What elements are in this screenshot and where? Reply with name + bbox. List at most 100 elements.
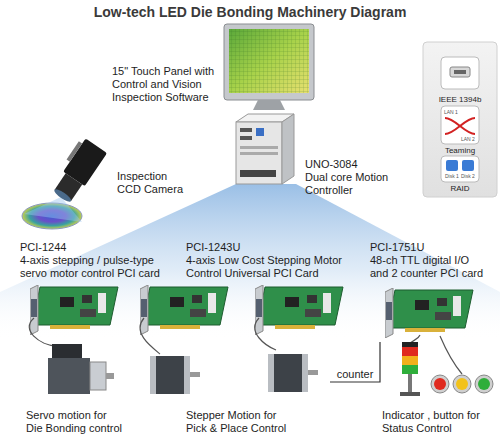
button-cap xyxy=(456,378,468,390)
controller-front xyxy=(236,122,282,184)
pci-card-node: PCI-1243U4-axis Low Cost Stepping Motor … xyxy=(186,241,354,281)
device-label: 4-axis Low Cost Stepping Motor Control U… xyxy=(186,254,354,280)
stepper-node: Stepper Motion for Pick & Place Control xyxy=(186,340,330,435)
motor-endplate xyxy=(302,354,308,392)
device-label: PCI-1751U xyxy=(370,241,490,254)
motor-shaft xyxy=(190,372,200,377)
device-label: 15" Touch Panel with Control and Vision … xyxy=(112,65,224,104)
feature-panel-node: IEEE 1394bTeamingRAID xyxy=(423,42,497,197)
ieee-icon xyxy=(441,57,479,89)
button-cap xyxy=(478,378,490,390)
teaming-icon xyxy=(441,106,479,144)
feature-label: IEEE 1394b xyxy=(423,95,497,105)
die-map-grid xyxy=(229,29,309,93)
motor-endplate xyxy=(184,356,190,394)
controller-port xyxy=(240,136,252,140)
raid-disk xyxy=(446,160,458,171)
pci-card xyxy=(385,288,473,338)
teaming-link xyxy=(445,118,475,134)
touch-panel xyxy=(224,24,314,110)
motor-endplate xyxy=(150,356,156,394)
controller-node: UNO-3084Dual core Motion Controller xyxy=(305,158,405,200)
servo-node: Servo motion for Die Bonding control xyxy=(26,340,144,435)
icon-label: LAN 2 xyxy=(461,136,475,142)
edge-label: counter xyxy=(337,368,374,381)
signal-line xyxy=(330,342,380,382)
signal-tower xyxy=(400,342,420,396)
pci-card xyxy=(140,285,228,335)
camera-beam xyxy=(24,197,82,222)
button-bezel xyxy=(475,375,493,393)
tower-pole xyxy=(408,374,412,392)
tower-base xyxy=(400,392,420,396)
cable xyxy=(140,318,160,354)
device-label: Indicator , button for Status Control xyxy=(382,409,494,435)
feature-label: Teaming xyxy=(423,146,497,156)
motor-body xyxy=(268,354,308,392)
controller-side xyxy=(282,114,294,184)
motor-flange xyxy=(90,362,106,390)
tower-lamp xyxy=(402,365,418,374)
touch-panel-node: 15" Touch Panel with Control and Vision … xyxy=(112,65,224,109)
stepper-motor xyxy=(150,356,200,394)
feature-label: RAID xyxy=(423,184,497,194)
device-label: PCI-1244 xyxy=(20,241,170,254)
diagram-title: Low-tech LED Die Bonding Machinery Diagr… xyxy=(0,4,500,20)
cable xyxy=(440,336,462,374)
device-label: UNO-3084 xyxy=(305,158,405,171)
camera-glass xyxy=(53,187,73,203)
cable xyxy=(29,318,56,346)
feature-panel xyxy=(423,42,497,197)
servo-motor xyxy=(48,344,114,394)
raid-disk xyxy=(462,160,474,171)
device-label: PCI-1243U xyxy=(186,241,354,254)
camera-node: Inspection CCD Camera xyxy=(117,170,189,198)
button-bezel xyxy=(453,375,471,393)
device-label: Servo motion for Die Bonding control xyxy=(26,409,124,435)
teaming-link xyxy=(445,118,475,134)
device-label: Inspection CCD Camera xyxy=(117,170,189,196)
device-label: 48-ch TTL digital I/O and 2 counter PCI … xyxy=(370,254,490,280)
motor-endplate xyxy=(268,354,274,392)
controller-logo xyxy=(256,128,264,136)
pci-card-node: PCI-12444-axis stepping / pulse-type ser… xyxy=(20,241,170,281)
icon-label: Disk 1 xyxy=(445,173,459,179)
icon-label: Disk 2 xyxy=(461,173,475,179)
pci-card-node: PCI-1751U48-ch TTL digital I/O and 2 cou… xyxy=(370,241,496,342)
motor-encoder xyxy=(52,344,82,359)
ccd-camera xyxy=(47,136,107,205)
pci-card xyxy=(30,285,118,335)
device-label: Stepper Motion for Pick & Place Control xyxy=(186,409,290,435)
icon-label: LAN 1 xyxy=(444,109,458,115)
pci-card xyxy=(255,285,343,335)
motor-shaft xyxy=(308,370,318,375)
monitor-screen xyxy=(229,29,309,93)
monitor-stand xyxy=(253,100,285,110)
ieee-port xyxy=(450,67,470,77)
controller-slot xyxy=(240,152,278,155)
camera-mount xyxy=(67,141,83,161)
tower-lamp xyxy=(402,356,418,365)
monitor-frame xyxy=(224,24,314,100)
motor-shaft xyxy=(106,373,114,379)
indicator-node: Indicator , button for Status Control xyxy=(382,342,496,435)
controller-slot xyxy=(240,146,278,149)
light-fan xyxy=(0,184,500,340)
raid-icon xyxy=(441,156,479,182)
push-buttons xyxy=(431,375,493,393)
motor-body xyxy=(48,358,90,394)
ieee-pins xyxy=(454,70,466,74)
device-label: Dual core Motion Controller xyxy=(305,171,405,197)
panel-background xyxy=(423,42,497,197)
tower-lamp xyxy=(402,347,418,356)
tower-cap xyxy=(402,342,418,347)
button-cap xyxy=(434,378,446,390)
controller-port xyxy=(240,170,276,177)
controller-port xyxy=(240,128,252,132)
cable xyxy=(255,318,276,350)
stepper-motor xyxy=(268,354,318,392)
motor-body xyxy=(150,356,190,394)
button-bezel xyxy=(431,375,449,393)
motion-controller xyxy=(236,114,294,184)
